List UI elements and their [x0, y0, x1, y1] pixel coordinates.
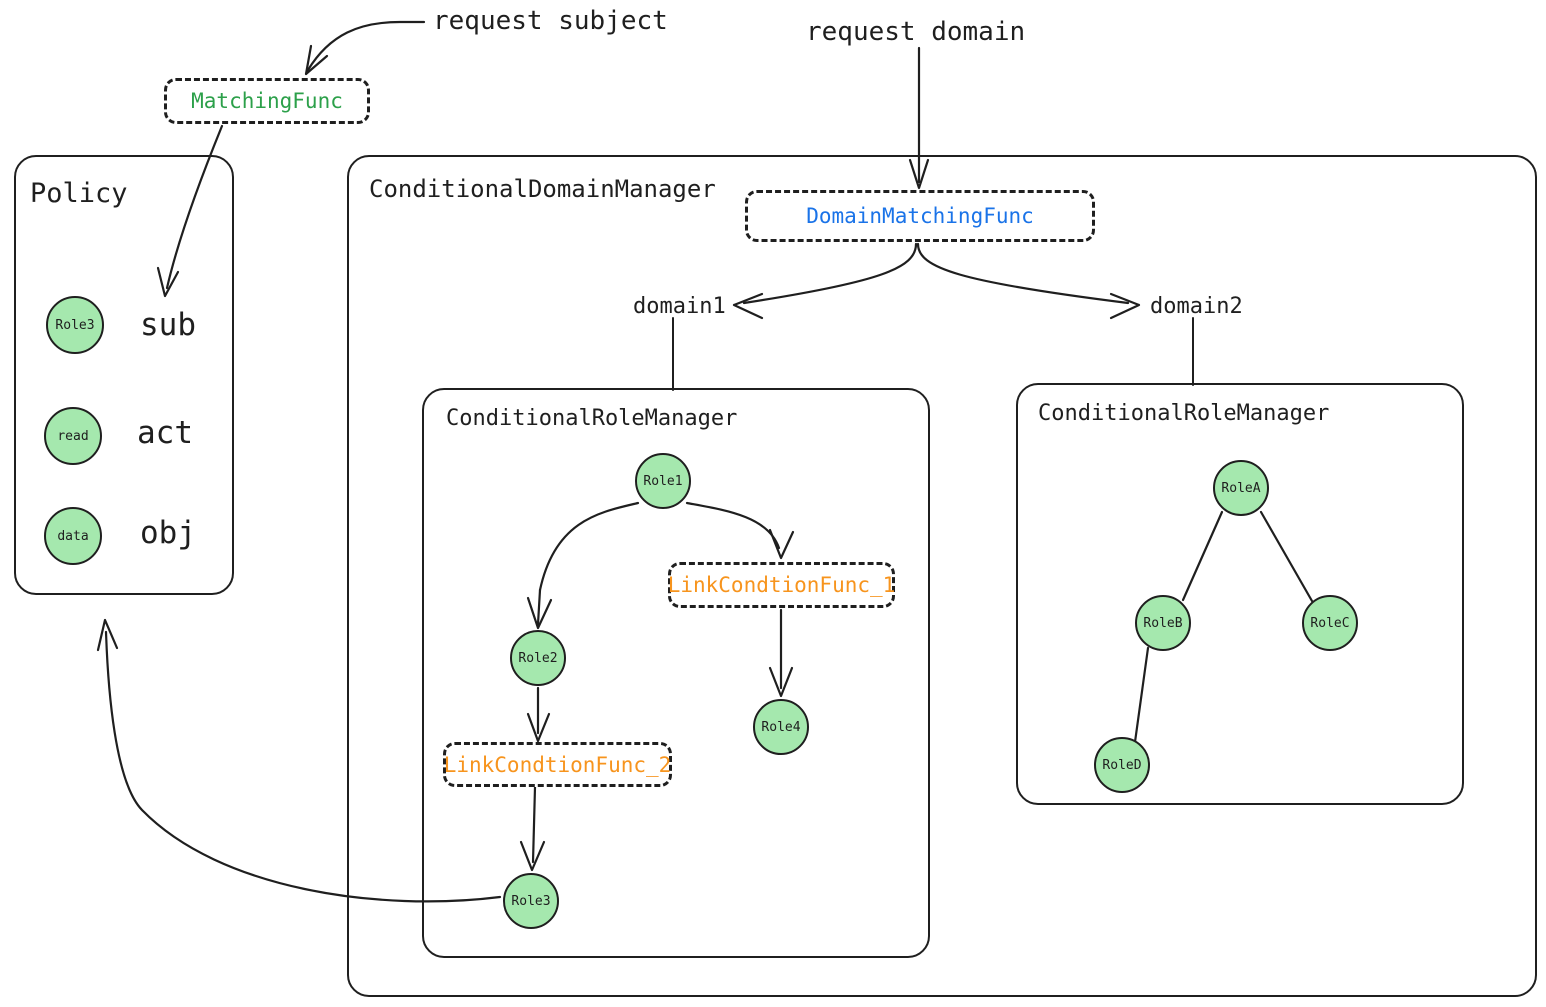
link-condition-func-1-box[interactable]: LinkCondtionFunc_1	[668, 562, 895, 608]
node-roleB[interactable]: RoleB	[1135, 595, 1191, 651]
edge-request-domain-to-domainmatchingfunc	[908, 46, 930, 190]
node-roleB-label: RoleB	[1143, 615, 1183, 631]
node-role3-label: Role3	[511, 893, 551, 909]
request-domain-label: request domain	[806, 17, 1026, 47]
policy-node-act[interactable]: read	[44, 407, 102, 465]
node-roleC[interactable]: RoleC	[1302, 595, 1358, 651]
edge-role3-to-policy	[96, 618, 502, 903]
domain-matching-func-box[interactable]: DomainMatchingFunc	[745, 190, 1095, 242]
node-role3[interactable]: Role3	[503, 873, 559, 929]
edge-domainmatchingfunc-to-domain1	[732, 242, 918, 320]
link-condition-func-2-box[interactable]: LinkCondtionFunc_2	[443, 742, 672, 787]
edge-request-subject-to-matchingfunc	[304, 20, 426, 76]
policy-title: Policy	[30, 178, 128, 209]
edge-role2-to-lcf2	[526, 686, 551, 743]
domain2-label: domain2	[1150, 294, 1243, 319]
policy-node-obj-label: data	[57, 528, 89, 544]
policy-node-obj[interactable]: data	[44, 507, 102, 565]
conditional-domain-manager-box	[347, 155, 1537, 997]
node-roleD[interactable]: RoleD	[1094, 737, 1150, 793]
edge-lcf1-to-role4	[768, 608, 794, 698]
policy-label-act: act	[137, 415, 193, 451]
policy-node-sub-label: Role3	[55, 317, 95, 333]
edge-domainmatchingfunc-to-domain2	[916, 242, 1141, 320]
edge-lcf2-to-role3	[519, 785, 546, 872]
domain-matching-func-label: DomainMatchingFunc	[806, 204, 1034, 228]
edge-matchingfunc-to-sub	[156, 124, 224, 298]
conditional-domain-manager-title: ConditionalDomainManager	[369, 175, 716, 203]
node-roleA[interactable]: RoleA	[1213, 460, 1269, 516]
policy-box	[14, 155, 234, 595]
policy-label-obj: obj	[140, 515, 196, 551]
domain1-label: domain1	[633, 294, 726, 319]
node-role2[interactable]: Role2	[510, 630, 566, 686]
link-condition-func-2-label: LinkCondtionFunc_2	[443, 752, 672, 777]
policy-node-sub[interactable]: Role3	[46, 296, 104, 354]
policy-label-sub: sub	[140, 307, 196, 343]
matching-func-box[interactable]: MatchingFunc	[164, 78, 370, 124]
node-role2-label: Role2	[518, 650, 558, 666]
node-roleA-label: RoleA	[1221, 480, 1261, 496]
request-subject-label: request subject	[433, 6, 668, 36]
policy-node-act-label: read	[57, 428, 89, 444]
node-role4-label: Role4	[761, 719, 801, 735]
node-roleC-label: RoleC	[1310, 615, 1350, 631]
node-roleD-label: RoleD	[1102, 757, 1142, 773]
node-role1[interactable]: Role1	[635, 453, 691, 509]
edge-roleB-roleD	[1133, 646, 1150, 744]
matching-func-label: MatchingFunc	[191, 89, 343, 113]
link-condition-func-1-label: LinkCondtionFunc_1	[667, 573, 896, 597]
node-role1-label: Role1	[643, 473, 683, 489]
edge-role1-to-lcf1	[685, 501, 795, 560]
edge-role1-to-role2	[526, 501, 640, 630]
left-conditional-role-manager-box	[422, 388, 930, 958]
edge-roleA-roleB	[1181, 510, 1224, 602]
right-conditional-role-manager-title: ConditionalRoleManager	[1038, 401, 1330, 426]
edge-roleA-roleC	[1259, 510, 1314, 603]
left-conditional-role-manager-title: ConditionalRoleManager	[446, 406, 738, 431]
right-conditional-role-manager-box	[1016, 383, 1464, 805]
node-role4[interactable]: Role4	[753, 699, 809, 755]
